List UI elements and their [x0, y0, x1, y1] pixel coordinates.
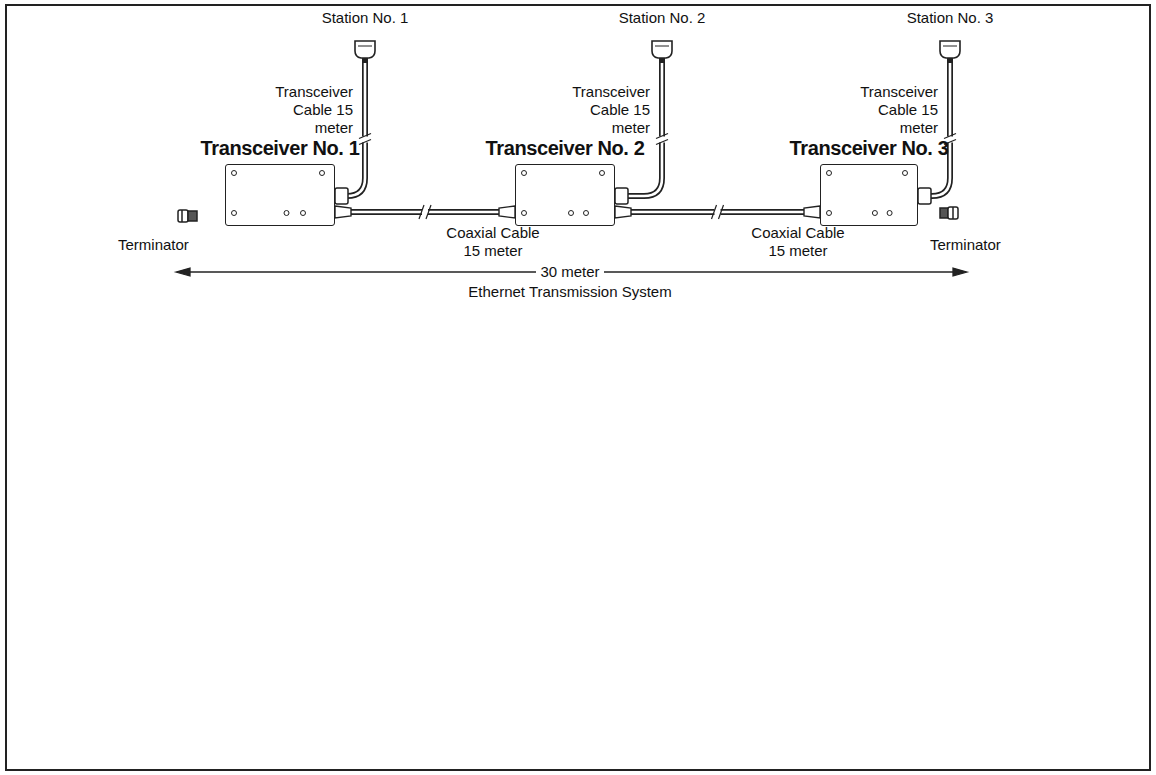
station-plug: [938, 39, 962, 63]
cable-plug: [615, 188, 628, 204]
screw: [903, 171, 908, 176]
screw: [320, 171, 325, 176]
break-stroke: [359, 140, 371, 145]
screw: [522, 211, 527, 216]
screw: [872, 211, 877, 216]
annotation-label: Terminator: [930, 236, 1030, 254]
break-stroke: [419, 205, 424, 219]
terminator-symbol: [940, 207, 958, 219]
cable-label: Transceiver Cable 15 meter: [562, 83, 650, 137]
transceiver-heading: Transceiver No. 3: [750, 136, 988, 160]
dimension-text: 30 meter: [536, 263, 603, 280]
plug-neck: [362, 58, 368, 63]
station-label: Station No. 2: [592, 9, 732, 27]
plug-detail: [655, 46, 669, 47]
plug-detail: [358, 46, 372, 47]
transceiver-heading: Transceiver No. 2: [445, 136, 685, 160]
station-node: Station No. 1: [295, 9, 435, 63]
screw: [827, 171, 832, 176]
break-stroke: [656, 140, 668, 145]
station-plug: [650, 39, 674, 63]
plug-body: [940, 41, 960, 58]
screw: [569, 211, 574, 216]
screw: [301, 211, 306, 216]
transceiver-box: [225, 164, 335, 226]
screw: [887, 211, 892, 216]
annotation-label: Terminator: [118, 236, 218, 254]
cable-label: Coaxial Cable 15 meter: [438, 224, 548, 260]
plug-body: [355, 41, 375, 58]
screw: [232, 171, 237, 176]
transceiver-heading: Transceiver No. 1: [155, 136, 405, 160]
station-label: Station No. 3: [880, 9, 1020, 27]
transceiver-screws: [821, 165, 915, 223]
plug-neck: [947, 58, 953, 63]
plug-detail: [943, 46, 957, 47]
cable-label: Coaxial Cable 15 meter: [743, 224, 853, 260]
cable-label: Transceiver Cable 15 meter: [265, 83, 353, 137]
screw: [232, 211, 237, 216]
plug-body: [652, 41, 672, 58]
cable-plug: [918, 188, 931, 204]
transceiver-node: Transceiver No. 1: [225, 136, 335, 226]
transceiver-screws: [226, 165, 332, 223]
break-stroke: [712, 205, 717, 219]
cable-connector: [335, 205, 515, 219]
screw: [584, 211, 589, 216]
break-stroke: [426, 205, 431, 219]
transceiver-node: Transceiver No. 3: [820, 136, 918, 226]
break-stroke: [719, 205, 724, 219]
screw: [284, 211, 289, 216]
station-node: Station No. 3: [880, 9, 1020, 63]
screw: [522, 171, 527, 176]
annotation-label: Ethernet Transmission System: [420, 283, 720, 301]
coax-plug: [499, 206, 515, 218]
station-plug: [353, 39, 377, 63]
screw: [600, 171, 605, 176]
break-stroke: [359, 134, 371, 139]
transceiver-box: [820, 164, 918, 226]
terminator-symbol: [178, 210, 197, 222]
cable-plug: [335, 188, 348, 204]
cable-label: Transceiver Cable 15 meter: [850, 83, 938, 137]
coax-plug: [335, 206, 351, 218]
coax-plug: [615, 206, 631, 218]
transceiver-screws: [516, 165, 612, 223]
plug-neck: [659, 58, 665, 63]
coax-plug: [804, 206, 820, 218]
cable-connector: [615, 205, 820, 219]
break-stroke: [656, 134, 668, 139]
station-node: Station No. 2: [592, 9, 732, 63]
frame: [6, 5, 1150, 770]
transceiver-box: [515, 164, 615, 226]
screw: [827, 211, 832, 216]
dimension-label: 30 meter: [520, 263, 620, 281]
station-label: Station No. 1: [295, 9, 435, 27]
transceiver-node: Transceiver No. 2: [515, 136, 615, 226]
